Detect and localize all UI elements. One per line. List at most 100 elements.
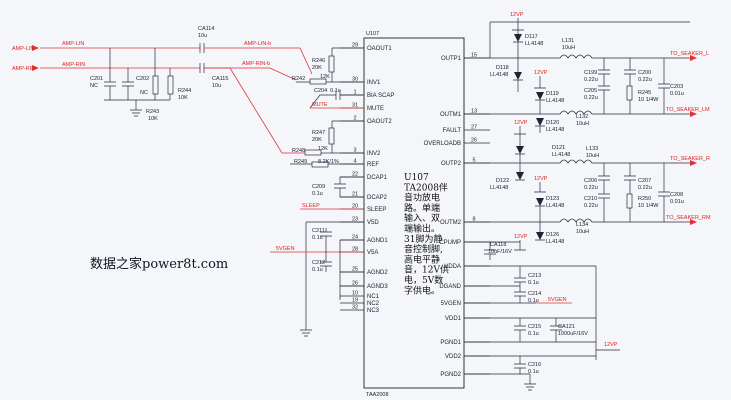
- left-pin-number: 28: [352, 247, 358, 253]
- ca118-label: CA118: [490, 242, 506, 248]
- net-sleep: SLEEP: [302, 203, 320, 209]
- r243-label: R243: [146, 109, 159, 115]
- net-amp-rin-b: AMP-RIN-b: [242, 61, 270, 67]
- l134-label: L134: [576, 222, 588, 228]
- left-pin-name: V5A: [367, 250, 378, 256]
- c204-label: C204: [314, 88, 327, 94]
- r249: [311, 161, 329, 168]
- ic-body: [363, 37, 465, 389]
- feedback-ch1: R246 20K R242 12K C204 0.1u MUTE: [292, 47, 364, 109]
- left-pin-name: OAOUT2: [367, 119, 392, 125]
- ca115-value: 10u: [212, 83, 221, 89]
- r245-value: 10 1/4W: [638, 97, 659, 103]
- c212-value: 0.1u: [312, 267, 323, 273]
- c216-label: C216: [528, 362, 541, 368]
- c212-label: C212: [312, 260, 325, 266]
- ca118-value: 10uF/16V: [488, 249, 512, 255]
- net-to-speaker-rm: TO_SEAKER_RM: [666, 215, 711, 221]
- left-pin-name: DCAP1: [367, 175, 388, 181]
- right-pin-name: 5VGEN: [441, 301, 461, 307]
- annotation-line: 音功放电: [404, 192, 440, 204]
- c203-value: 0.01u: [670, 91, 684, 97]
- c208-label: C208: [670, 192, 683, 198]
- left-pin-number: 30: [352, 77, 358, 83]
- c207-value: 0.22u: [638, 185, 652, 191]
- v5-section: 5VGEN C211 0.1u C212 0.1u: [270, 221, 364, 337]
- r244: [167, 75, 174, 95]
- c213-value: 0.1u: [528, 280, 539, 286]
- left-pin-name: V5D: [367, 220, 379, 226]
- net-amp-rin: AMP-RIN: [62, 62, 85, 68]
- r244-label: R244: [178, 88, 191, 94]
- net-12vp-bottom-right: 12VP: [604, 342, 618, 348]
- r246-value: 20K: [312, 65, 322, 71]
- c203-label: C203: [670, 84, 683, 90]
- right-pin-name: VDD2: [445, 354, 462, 360]
- power-section: CA118 10uF/16V C213 0.1u C214 0.1u 5VGEN…: [464, 241, 620, 391]
- left-pin-number: 10: [352, 291, 358, 297]
- left-pin-number: 21: [352, 192, 358, 198]
- left-pin-number: 19: [352, 298, 358, 304]
- annotation-line: 音，12V供: [404, 264, 449, 276]
- l131-value: 10uH: [562, 45, 575, 51]
- ca114-value: 10u: [198, 33, 207, 39]
- r248-value: 12K: [318, 146, 328, 152]
- diode-d121: [515, 146, 525, 163]
- r249-label: R249: [294, 159, 307, 165]
- c201-label: C201: [90, 76, 103, 82]
- d118-label: D118: [496, 65, 509, 71]
- net-amp-lin-port: AMP-LIN: [12, 46, 34, 52]
- arrow-rin: [32, 65, 39, 71]
- annotation-line: 高电平静: [404, 253, 440, 265]
- d121-value: LL4148: [552, 152, 570, 158]
- c209-label: C209: [312, 184, 325, 190]
- l133-label: L133: [586, 146, 598, 152]
- l131-label: L131: [562, 38, 574, 44]
- left-pin-number: 22: [352, 172, 358, 178]
- inductor-l132: [559, 110, 690, 115]
- left-pin-number: 3: [353, 148, 356, 154]
- net-12vp-4: 12VP: [514, 234, 528, 240]
- left-pin-number: 4: [353, 159, 356, 165]
- annotation-line: 音控制脚,: [404, 243, 443, 255]
- net-12vp-2: 12VP: [514, 120, 528, 126]
- d126-value: LL4148: [546, 239, 564, 245]
- d120-value: LL4148: [546, 127, 564, 133]
- left-pin-name: INV2: [367, 151, 381, 157]
- net-amp-rin-port: AMP-RIN: [12, 66, 35, 72]
- right-pin-name: VDD1: [445, 316, 462, 322]
- right-pin-number: 15: [471, 53, 477, 59]
- c205-value: 0.22u: [584, 95, 598, 101]
- c206-value: 0.22u: [584, 185, 598, 191]
- ca121-label: CA121: [558, 324, 575, 330]
- d122-label: D122: [496, 178, 509, 184]
- r244-value: 10K: [178, 95, 188, 101]
- net-12vp-3: 12VP: [534, 176, 548, 182]
- annotation-line: 字供电。: [404, 284, 440, 296]
- left-pin-number: 29: [352, 43, 358, 49]
- net-to-speaker-lm: TO_SEAKER_LM: [666, 107, 710, 113]
- d117-value: LL4148: [525, 41, 543, 47]
- left-pin-name: AGND3: [367, 284, 388, 290]
- right-pin-name: VDDA: [444, 264, 461, 270]
- left-pin-number: 31: [352, 103, 358, 109]
- c200-label: C200: [638, 70, 651, 76]
- r248-label: R248: [292, 148, 305, 154]
- input-section: AMP-LIN AMP-RIN AMP-LIN AMP-RIN CA114 10…: [12, 26, 313, 122]
- net-amp-lin-b: AMP-LIN-b: [244, 41, 271, 47]
- left-pin-number: 26: [352, 281, 358, 287]
- c215-label: C215: [528, 324, 541, 330]
- l133-value: 10uH: [586, 153, 599, 159]
- r242-value: 12K: [320, 74, 330, 80]
- c215-value: 0.1u: [528, 331, 539, 337]
- c213-label: C213: [528, 273, 541, 279]
- diode-d123: [535, 198, 545, 222]
- diode-d119: [535, 92, 545, 114]
- ic-ref: U107: [366, 31, 379, 37]
- inductor-l133: [559, 159, 690, 164]
- net-mute: MUTE: [312, 102, 328, 108]
- watermark: 数据之家power8t.com: [90, 256, 228, 272]
- right-pin-name: FAULT: [443, 128, 462, 134]
- d119-label: D119: [546, 91, 559, 97]
